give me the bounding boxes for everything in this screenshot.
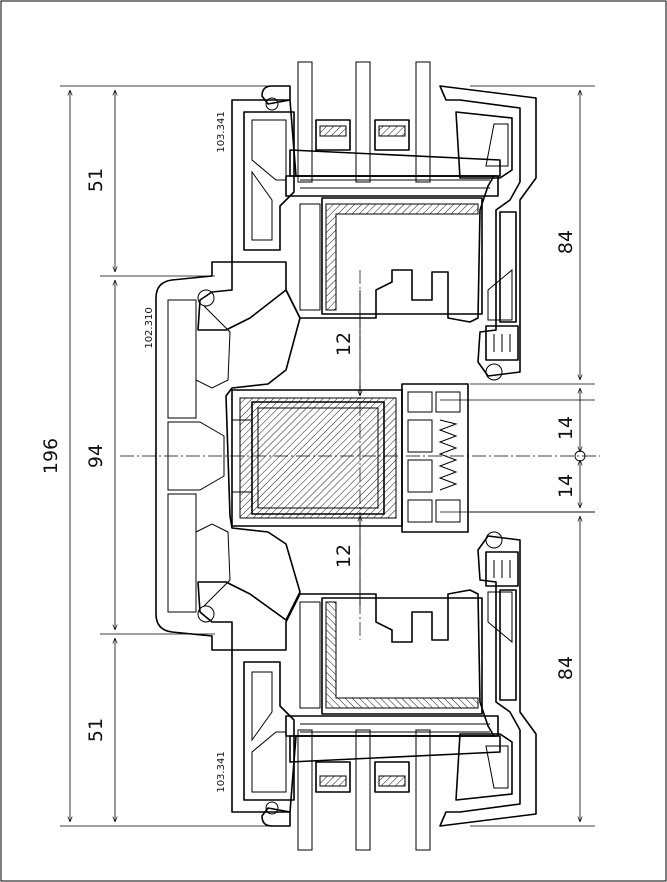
central-frame-profile xyxy=(155,261,469,651)
profile-bottom-sash-code: 103.341 xyxy=(216,751,227,792)
profile-frame-code: 102.310 xyxy=(144,307,155,348)
dimension-labels: 196 51 94 51 84 84 14 14 12 12 103.341 1… xyxy=(40,111,577,792)
dim-bottom-left: 51 xyxy=(85,718,107,742)
dim-gap-lower: 12 xyxy=(333,544,355,568)
dim-middle: 94 xyxy=(85,444,107,468)
dim-center-lower: 14 xyxy=(555,474,577,498)
dim-top-left: 51 xyxy=(85,168,107,192)
dim-total: 196 xyxy=(40,438,62,474)
top-sash-profile xyxy=(231,85,537,381)
glazing-panes xyxy=(297,61,431,851)
dim-gap-upper: 12 xyxy=(333,332,355,356)
bottom-sash-profile xyxy=(231,531,537,827)
dim-top-right: 84 xyxy=(555,230,577,254)
dim-bottom-right: 84 xyxy=(555,656,577,680)
dim-center-upper: 14 xyxy=(555,416,577,440)
profile-top-sash-code: 103.341 xyxy=(216,111,227,152)
